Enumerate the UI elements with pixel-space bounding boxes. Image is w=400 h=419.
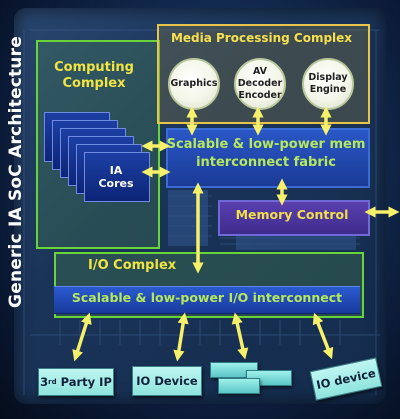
arrow-io-device1 [173, 312, 189, 362]
mem-fabric-label: Scalable & low-power mem interconnect fa… [166, 137, 366, 170]
mem-interconnect-fabric [166, 128, 370, 188]
arrow-io-deco [231, 312, 249, 360]
third-party-ip-text: Party IP [56, 375, 112, 389]
arrow-io-device2 [312, 312, 334, 360]
ia-core [84, 152, 150, 202]
computing-complex-title: Computing Complex [54, 60, 134, 91]
arrow-io-thirdparty [72, 312, 92, 362]
third-party-ip-sup: rd [48, 378, 57, 386]
io-device-box-1: IO Device [132, 366, 202, 396]
ia-cores-label: IA Cores [98, 164, 134, 190]
memory-control-label: Memory Control [235, 207, 349, 222]
av-codec-block: AV Decoder Encoder [234, 58, 286, 110]
media-processing-title: Media Processing Complex [170, 31, 353, 45]
io-interconnect [54, 286, 360, 314]
io-complex-title: I/O Complex [88, 258, 177, 273]
io-device-card-deco [218, 378, 260, 394]
memory-control [218, 200, 370, 236]
io-interconnect-label: Scalable & low-power I/O interconnect [71, 290, 343, 305]
graphics-block: Graphics [168, 58, 220, 110]
third-party-ip-num: 3 [40, 375, 49, 389]
